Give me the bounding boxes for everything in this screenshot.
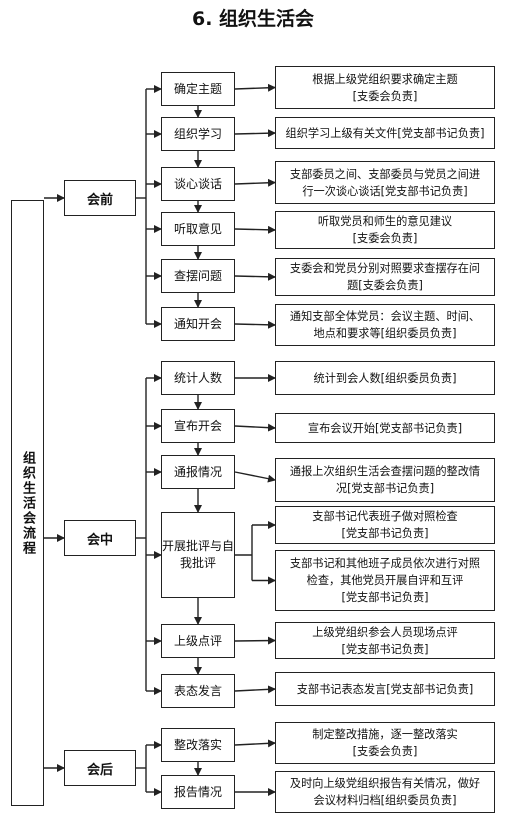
- phase-before-meeting: 会前: [64, 180, 136, 216]
- step-box: 整改落实: [161, 728, 235, 762]
- phase-after-meeting: 会后: [64, 750, 136, 786]
- step-box: 确定主题: [161, 72, 235, 106]
- detail-box: 支部书记代表班子做对照检查 [党支部书记负责]: [275, 506, 495, 544]
- step-box: 通报情况: [161, 455, 235, 489]
- page-title: 6. 组织生活会: [191, 8, 315, 30]
- detail-box: 及时向上级党组织报告有关情况，做好会议材料归档[组织委员负责]: [275, 771, 495, 813]
- detail-line: 会议材料归档[组织委员负责]: [313, 794, 457, 807]
- detail-line: 通报上次组织生活会查摆问题的整改情: [289, 465, 481, 478]
- detail-line: 根据上级党组织要求确定主题: [312, 72, 458, 86]
- detail-text: 根据上级党组织要求确定主题 [支委会负责]: [312, 71, 457, 105]
- step-box: 统计人数: [161, 361, 235, 395]
- detail-box: 支委会和党员分别对照要求查摆存在问题[支委会负责]: [275, 258, 495, 296]
- detail-line: 地点和要求等[组织委员负责]: [313, 327, 457, 340]
- step-box: 组织学习: [161, 117, 235, 151]
- detail-line: 支部书记表态发言[党支部书记负责]: [296, 682, 474, 696]
- detail-line: [党支部书记负责]: [341, 642, 429, 656]
- detail-box: 支部委员之间、支部委员与党员之间进行一次谈心谈话[党支部书记负责]: [275, 161, 495, 204]
- detail-box: 上级党组织参会人员现场点评 [党支部书记负责]: [275, 622, 495, 659]
- detail-box: 支部书记和其他班子成员依次进行对照检查，其他党员开展自评和互评 [党支部书记负责]: [275, 550, 495, 611]
- detail-line: 听取党员和师生的意见建议: [317, 215, 453, 228]
- detail-box: 宣布会议开始[党支部书记负责]: [275, 413, 495, 443]
- detail-text: 宣布会议开始[党支部书记负责]: [308, 420, 462, 437]
- arrow: [234, 178, 276, 187]
- step-box: 开展批评与自我批评: [161, 512, 235, 598]
- detail-line: 支部委员之间、支部委员与党员之间进: [289, 167, 481, 181]
- detail-line: 及时向上级党组织报告有关情况，做好: [289, 777, 481, 790]
- step-box: 谈心谈话: [161, 167, 235, 201]
- arrow: [234, 83, 276, 92]
- detail-line: 制定整改措施，逐一整改落实: [312, 728, 458, 741]
- detail-line: 上级党组织参会人员现场点评: [312, 625, 458, 639]
- phase-during-meeting: 会中: [64, 520, 136, 556]
- detail-text: 制定整改措施，逐一整改落实 [支委会负责]: [312, 726, 457, 760]
- arrow: [234, 471, 276, 483]
- detail-box: 根据上级党组织要求确定主题 [支委会负责]: [275, 66, 495, 109]
- detail-line: 支部书记和其他班子成员依次进行对照: [289, 557, 481, 570]
- detail-text: 支部书记表态发言[党支部书记负责]: [297, 681, 474, 698]
- detail-box: 统计到会人数[组织委员负责]: [275, 361, 495, 395]
- detail-text: 组织学习上级有关文件[党支部书记负责]: [286, 125, 485, 142]
- detail-line: 题[支委会负责]: [347, 279, 423, 292]
- detail-text: 上级党组织参会人员现场点评 [党支部书记负责]: [312, 624, 457, 658]
- detail-line: 通知支部全体党员：会议主题、时间、: [289, 310, 481, 323]
- detail-line: 况[党支部书记负责]: [335, 482, 435, 495]
- detail-line: 检查，其他党员开展自评和互评: [306, 574, 464, 587]
- step-box: 查摆问题: [161, 259, 235, 293]
- detail-text: 听取党员和师生的意见建议 [支委会负责]: [318, 213, 452, 247]
- detail-text: 通报上次组织生活会查摆问题的整改情况[党支部书记负责]: [290, 463, 480, 497]
- root-box: 组织生活会流程: [11, 200, 44, 806]
- arrow: [234, 423, 276, 432]
- detail-line: 支委会和党员分别对照要求查摆存在问: [289, 262, 481, 275]
- detail-line: [支委会负责]: [352, 232, 418, 245]
- step-box: 宣布开会: [161, 409, 235, 443]
- detail-box: 组织学习上级有关文件[党支部书记负责]: [275, 117, 495, 149]
- detail-box: 通报上次组织生活会查摆问题的整改情况[党支部书记负责]: [275, 458, 495, 502]
- detail-line: [党支部书记负责]: [341, 527, 429, 540]
- detail-line: 支部书记代表班子做对照检查: [312, 510, 458, 523]
- arrow: [234, 272, 276, 281]
- arrow: [234, 225, 276, 234]
- detail-text: 及时向上级党组织报告有关情况，做好会议材料归档[组织委员负责]: [290, 775, 480, 809]
- step-box: 听取意见: [161, 212, 235, 246]
- detail-line: [党支部书记负责]: [341, 591, 429, 604]
- detail-text: 支委会和党员分别对照要求查摆存在问题[支委会负责]: [290, 260, 480, 294]
- detail-text: 通知支部全体党员：会议主题、时间、地点和要求等[组织委员负责]: [290, 308, 480, 342]
- arrow: [234, 636, 276, 645]
- detail-box: 通知支部全体党员：会议主题、时间、地点和要求等[组织委员负责]: [275, 304, 495, 346]
- detail-line: 行一次谈心谈话[党支部书记负责]: [302, 184, 468, 198]
- detail-box: 制定整改措施，逐一整改落实 [支委会负责]: [275, 722, 495, 764]
- step-box: 通知开会: [161, 307, 235, 341]
- detail-box: 听取党员和师生的意见建议 [支委会负责]: [275, 211, 495, 249]
- step-box: 报告情况: [161, 775, 235, 809]
- detail-box: 支部书记表态发言[党支部书记负责]: [275, 672, 495, 706]
- arrow: [234, 129, 276, 138]
- detail-text: 支部书记和其他班子成员依次进行对照检查，其他党员开展自评和互评 [党支部书记负责]: [290, 555, 480, 606]
- detail-text: 支部书记代表班子做对照检查 [党支部书记负责]: [312, 508, 457, 542]
- step-box: 表态发言: [161, 674, 235, 708]
- detail-line: [支委会负责]: [352, 89, 418, 103]
- step-box: 上级点评: [161, 624, 235, 658]
- arrow: [234, 320, 276, 329]
- detail-text: 统计到会人数[组织委员负责]: [314, 370, 457, 387]
- detail-line: 宣布会议开始[党支部书记负责]: [307, 421, 463, 435]
- detail-line: [支委会负责]: [352, 745, 418, 758]
- detail-line: 统计到会人数[组织委员负责]: [313, 371, 457, 385]
- detail-line: 组织学习上级有关文件[党支部书记负责]: [285, 126, 485, 140]
- arrow: [234, 739, 276, 748]
- arrow: [234, 685, 276, 694]
- detail-text: 支部委员之间、支部委员与党员之间进行一次谈心谈话[党支部书记负责]: [290, 166, 480, 200]
